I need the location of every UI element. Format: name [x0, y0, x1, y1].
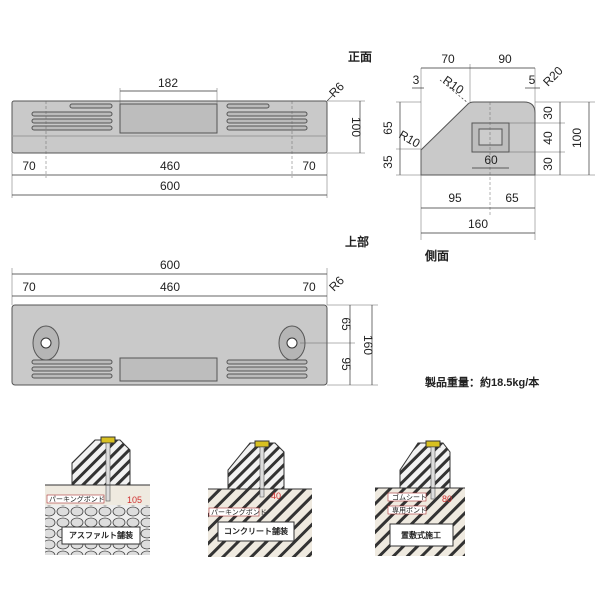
side-dim-30-top: 30 [541, 106, 555, 120]
bolt-hole-left [32, 325, 60, 361]
install-surface-laid: ゴムシート 専用ボンド 80 置敷式施工 [375, 440, 465, 556]
install1-bond-label: パーキングボンド [49, 495, 105, 504]
side-dim-30-bottom: 30 [541, 157, 555, 171]
side-dim-r10-top: R10 [440, 73, 466, 97]
install3-surface-label: 置敷式施工 [401, 530, 441, 540]
top-view-title: 上部 [345, 234, 369, 249]
front-view-title: 正面 [348, 50, 372, 64]
install3-sheet-label: ゴムシート [392, 493, 427, 502]
top-view: 上部 600 70 460 70 R6 65 95 160 [11, 234, 378, 386]
front-view: 正面 182 R6 100 70 460 70 600 [11, 50, 372, 198]
side-dim-60: 60 [484, 153, 498, 167]
side-dim-40: 40 [541, 131, 555, 145]
bolt-hole-right [278, 325, 306, 361]
side-dim-95: 95 [448, 191, 462, 205]
top-dim-right-70: 70 [302, 280, 316, 294]
product-weight: 製品重量：約18.5kg/本 [424, 375, 539, 389]
front-dim-left-70: 70 [22, 159, 36, 173]
side-dim-5: 5 [529, 73, 536, 87]
install2-bond-label: パーキングボンド [211, 508, 267, 517]
install-asphalt: パーキングボンド 105 アスファルト舗装 [45, 436, 150, 555]
side-dim-65-base: 65 [505, 191, 519, 205]
side-dim-r10-bottom: R10 [397, 127, 423, 150]
front-dim-100: 100 [349, 117, 363, 137]
side-dim-3: 3 [413, 73, 420, 87]
side-dim-70: 70 [441, 52, 455, 66]
front-dim-182: 182 [158, 76, 178, 90]
top-dim-600: 600 [160, 258, 180, 272]
side-dim-65: 65 [381, 121, 395, 135]
side-dim-35: 35 [381, 155, 395, 169]
front-dim-460: 460 [160, 159, 180, 173]
side-dim-r20: R20 [540, 63, 566, 89]
front-dim-r6: R6 [326, 79, 347, 100]
top-dim-95: 95 [339, 357, 353, 371]
side-view-title: 側面 [424, 248, 449, 263]
front-dim-600: 600 [160, 179, 180, 193]
install2-depth: 40 [271, 491, 281, 501]
front-dim-right-70: 70 [302, 159, 316, 173]
top-dim-460: 460 [160, 280, 180, 294]
install2-surface-label: コンクリート舗装 [224, 526, 288, 536]
side-dim-90: 90 [498, 52, 512, 66]
install3-depth: 80 [442, 494, 452, 504]
top-dim-160: 160 [361, 335, 375, 355]
install1-depth: 105 [127, 495, 142, 505]
install1-surface-label: アスファルト舗装 [69, 530, 133, 540]
side-dim-100: 100 [570, 128, 584, 148]
side-dim-160: 160 [468, 217, 488, 231]
top-dim-65: 65 [339, 317, 353, 331]
side-view: 70 90 3 R10 5 R20 R10 65 35 30 40 30 100… [381, 52, 595, 263]
install3-bond-label: 専用ボンド [392, 506, 427, 515]
top-dim-r6: R6 [326, 273, 347, 294]
top-dim-left-70: 70 [22, 280, 36, 294]
install-concrete: パーキングボンド 40 コンクリート舗装 [208, 440, 312, 557]
